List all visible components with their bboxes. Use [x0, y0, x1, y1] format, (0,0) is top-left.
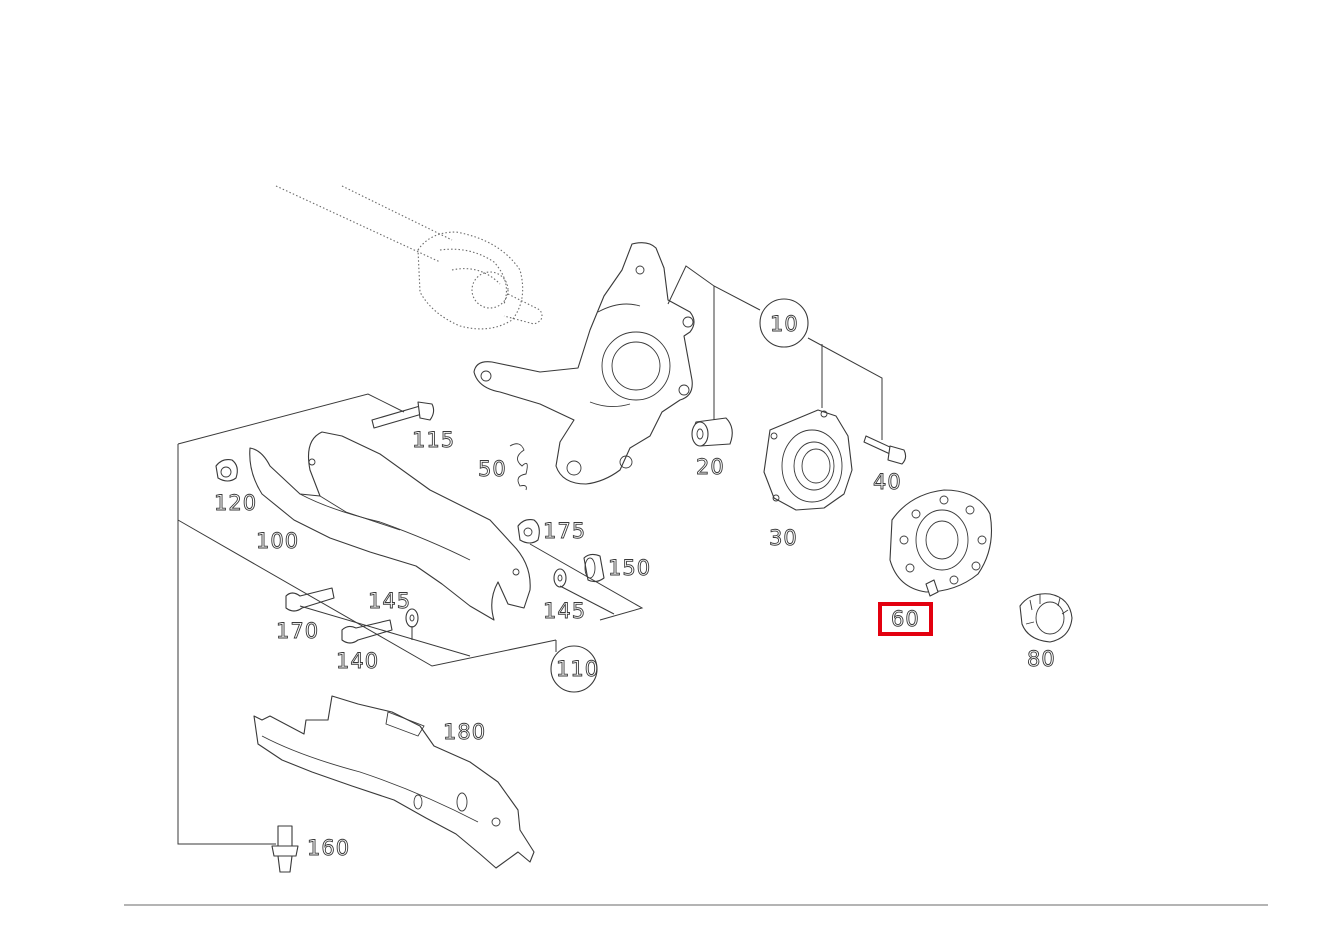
cover-180	[253, 695, 535, 869]
bushing-20	[691, 417, 733, 447]
callout-20[interactable]: 20	[696, 455, 725, 480]
bolt-160	[271, 825, 299, 873]
callout-170[interactable]: 170	[276, 619, 319, 644]
callout-180[interactable]: 180	[443, 720, 486, 745]
nut-120	[215, 459, 238, 482]
callout-60[interactable]: 60	[891, 607, 920, 632]
trailing-arm-100	[249, 431, 531, 621]
callout-150[interactable]: 150	[608, 556, 651, 581]
callout-30[interactable]: 30	[769, 526, 798, 551]
bolt-115	[371, 401, 435, 429]
wheel-bearing-30	[763, 409, 853, 511]
callout-40[interactable]: 40	[873, 470, 902, 495]
callout-10[interactable]: 10	[770, 312, 799, 337]
axle-nut-80	[1019, 593, 1073, 643]
bolt-40	[863, 435, 907, 465]
wheel-hub-60	[889, 489, 993, 597]
callout-175[interactable]: 175	[543, 519, 586, 544]
washer-145-right	[553, 568, 567, 588]
bolt-140	[341, 619, 393, 644]
callout-160[interactable]: 160	[307, 836, 350, 861]
callout-115[interactable]: 115	[412, 428, 455, 453]
clip-50	[509, 443, 528, 491]
callout-110[interactable]: 110	[556, 657, 599, 682]
callout-145-right[interactable]: 145	[543, 599, 586, 624]
bolt-170	[285, 587, 335, 612]
bushing-150	[583, 553, 605, 583]
callout-50[interactable]: 50	[478, 457, 507, 482]
highlight-box-60	[878, 602, 933, 636]
callout-80[interactable]: 80	[1027, 647, 1056, 672]
callout-100[interactable]: 100	[256, 529, 299, 554]
nut-175	[517, 519, 540, 544]
callout-145-left[interactable]: 145	[368, 589, 411, 614]
callout-labels: 10 20 30 40 50 60 80 100 110 115 120 140…	[214, 312, 1056, 861]
steering-knuckle	[473, 242, 695, 485]
callout-circles	[550, 298, 809, 693]
leader-lines	[177, 265, 883, 845]
callout-140[interactable]: 140	[336, 649, 379, 674]
drive-shaft-ghost	[275, 185, 543, 330]
callout-120[interactable]: 120	[214, 491, 257, 516]
